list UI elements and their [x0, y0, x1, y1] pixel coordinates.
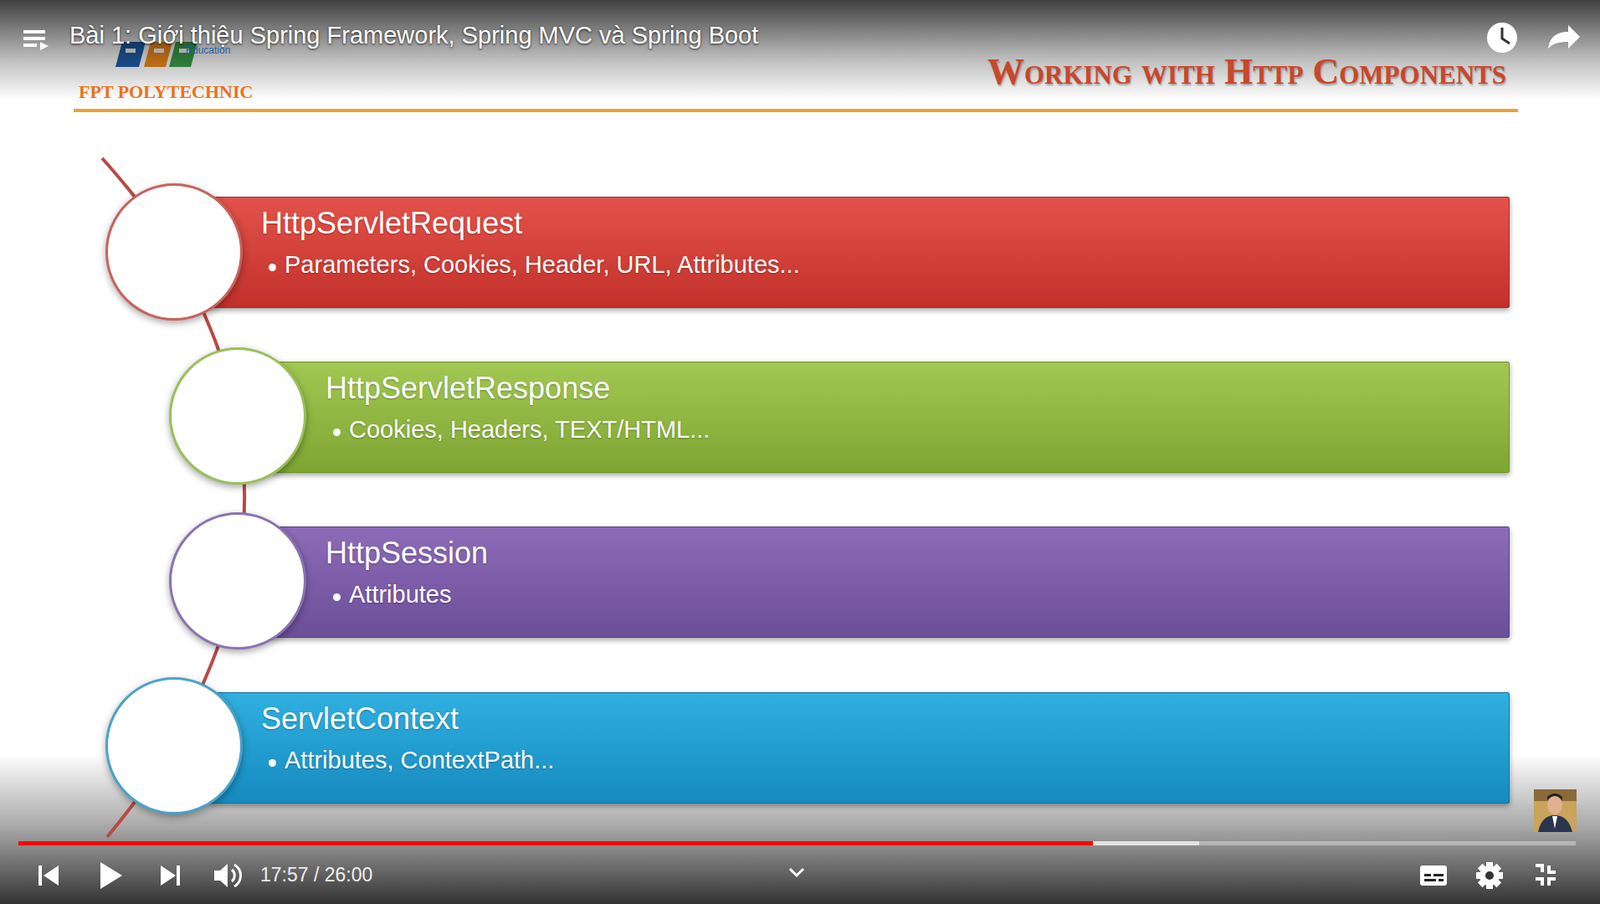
bullet-dot [333, 428, 341, 436]
bullet-dot [268, 758, 277, 767]
bullet-dot [333, 593, 341, 601]
next-icon [160, 865, 180, 886]
band-body: Attributes [348, 580, 452, 609]
progress-buffer [18, 841, 1200, 846]
topic-band: HttpServletResponseCookies, Headers, TEX… [270, 361, 1510, 473]
play-icon [100, 861, 123, 889]
marker-circle [105, 676, 243, 815]
time-display: 17:57 / 26:00 [260, 863, 373, 887]
previous-icon [38, 865, 59, 886]
brand-name: FPT POLYTECHNIC [78, 81, 253, 103]
band-heading: HttpServletRequest [261, 205, 523, 242]
marker-circle [169, 347, 307, 485]
topic-band: HttpServletRequestParameters, Cookies, H… [209, 196, 1510, 308]
spine-line [102, 158, 245, 837]
progress-played [18, 841, 1093, 846]
band-body: Parameters, Cookies, Header, URL, Attrib… [284, 251, 800, 279]
chevron-icon [789, 868, 804, 876]
topic-band: ServletContextAttributes, ContextPath... [209, 692, 1510, 804]
video-title: Bài 1: Giới thiệu Spring Framework, Spri… [69, 21, 759, 50]
logo-subtext: Education [185, 44, 231, 57]
band-body: Attributes, ContextPath... [284, 746, 554, 775]
volume-icon [214, 863, 242, 888]
subtitles-icon [1420, 865, 1447, 886]
band-heading: ServletContext [261, 701, 459, 737]
band-heading: HttpServletResponse [325, 370, 611, 406]
settings-icon [1476, 861, 1503, 889]
watch-later-icon [1487, 22, 1518, 53]
bullet-dot [268, 263, 277, 272]
header-rule [73, 108, 1518, 113]
playlist-icon [23, 30, 49, 51]
marker-circle [105, 183, 243, 321]
slide-title: Working with Http Components [987, 50, 1507, 93]
topic-band: HttpSessionAttributes [270, 526, 1510, 638]
share-icon [1548, 25, 1580, 49]
presenter-thumbnail [1533, 789, 1577, 832]
progress-track [18, 841, 1576, 846]
band-body: Cookies, Headers, TEXT/HTML... [348, 415, 710, 444]
band-heading: HttpSession [325, 535, 488, 571]
exit-fullscreen-icon [1535, 865, 1556, 886]
marker-circle [169, 512, 307, 650]
